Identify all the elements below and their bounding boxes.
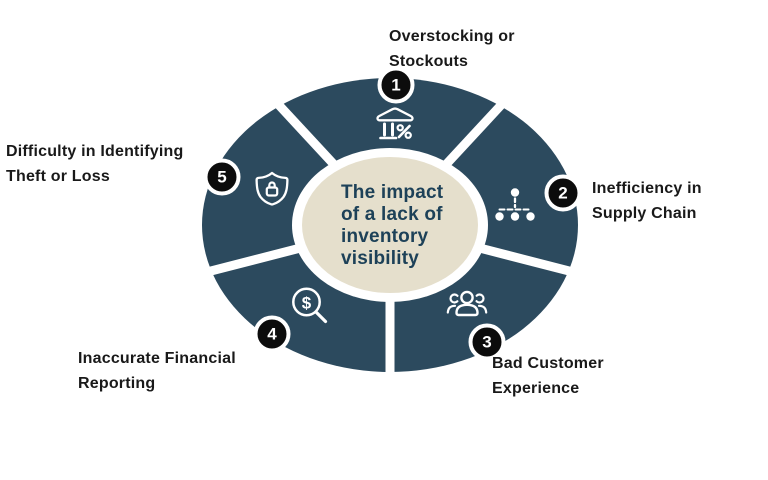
- badge-4: 4: [253, 315, 291, 353]
- label-inaccurate-financial: Inaccurate Financial Reporting: [78, 346, 236, 396]
- label-bad-customer: Bad Customer Experience: [492, 351, 604, 401]
- center-title-line: of a lack of: [341, 204, 443, 225]
- label-inefficiency: Inefficiency in Supply Chain: [592, 176, 702, 226]
- shield-lock-icon: [255, 171, 289, 206]
- badge-5: 5: [203, 158, 241, 196]
- label-line: Reporting: [78, 375, 156, 392]
- hierarchy-network-icon: [495, 188, 535, 221]
- label-line: Supply Chain: [592, 205, 697, 222]
- label-line: Stockouts: [389, 53, 469, 70]
- label-theft-loss: Difficulty in Identifying Theft or Loss: [6, 139, 183, 189]
- center-title-line: inventory: [341, 226, 429, 247]
- bank-percent-icon: [376, 107, 414, 140]
- people-group-icon: [446, 290, 488, 317]
- center-circle: [302, 157, 478, 293]
- label-line: Theft or Loss: [6, 168, 110, 185]
- badge-3: 3: [468, 323, 506, 361]
- label-line: Overstocking or: [389, 28, 515, 45]
- center-title-line: visibility: [341, 248, 420, 269]
- label-line: Bad Customer: [492, 355, 604, 372]
- dollar-glyph: $: [302, 294, 312, 313]
- label-line: Inaccurate Financial: [78, 350, 236, 367]
- center-title: The impact of a lack of inventory visibi…: [341, 182, 443, 270]
- label-overstocking: Overstocking or Stockouts: [389, 24, 515, 74]
- center-title-line: The impact: [341, 182, 444, 203]
- label-line: Difficulty in Identifying: [6, 143, 184, 160]
- label-line: Experience: [492, 380, 580, 397]
- magnifier-dollar-icon: $: [292, 287, 328, 324]
- label-line: Inefficiency in: [592, 180, 702, 197]
- badge-2: 2: [544, 174, 582, 212]
- badge-1: 1: [377, 66, 415, 104]
